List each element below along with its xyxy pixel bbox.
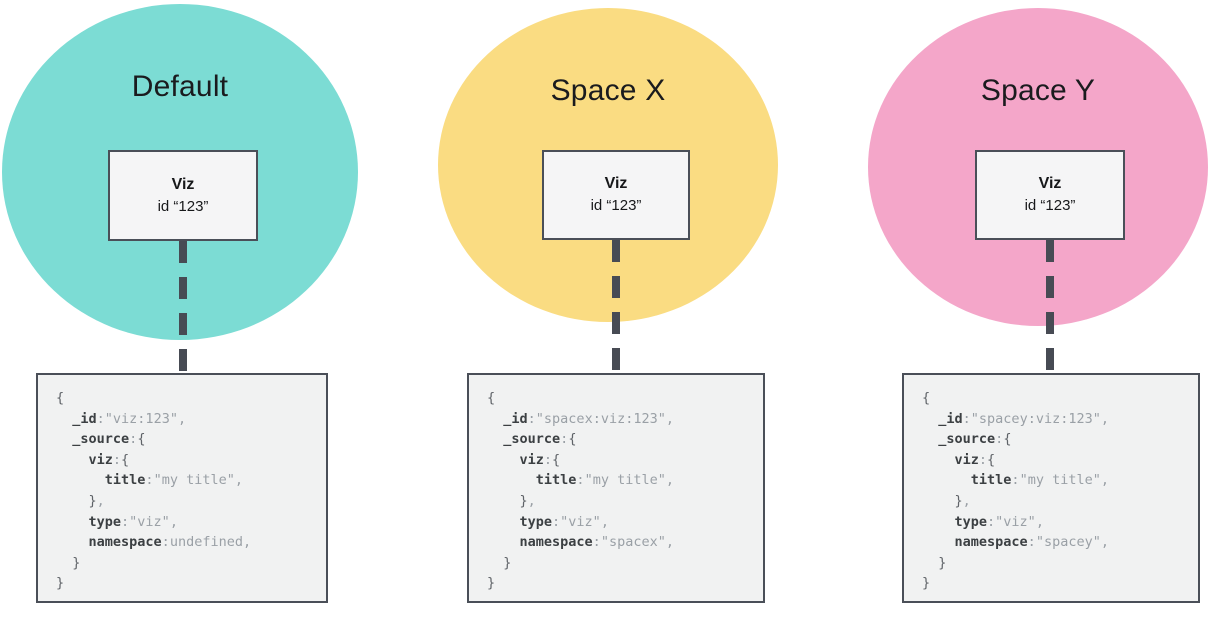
code-line: viz:{ xyxy=(88,451,130,468)
viz-node: Viz id “123” xyxy=(108,150,258,241)
dashed-connector xyxy=(179,241,187,373)
code-line: title:"my title", xyxy=(535,472,674,489)
document-code-block: { _id:"spacex:viz:123", _source:{ viz:{ … xyxy=(467,373,765,603)
code-line: } xyxy=(938,554,947,571)
code-line: } xyxy=(503,554,512,571)
code-line: }, xyxy=(519,492,536,509)
viz-node: Viz id “123” xyxy=(975,150,1125,240)
code-line: { xyxy=(922,390,931,406)
code-line: _source:{ xyxy=(72,431,146,448)
namespace-title: Space X xyxy=(550,74,666,107)
code-line: type:"viz", xyxy=(88,513,178,530)
viz-node-name: Viz xyxy=(604,175,628,192)
code-line: title:"my title", xyxy=(104,472,243,489)
viz-node-id: id “123” xyxy=(1024,197,1076,214)
code-line: namespace:"spacex", xyxy=(519,534,674,551)
code-line: } xyxy=(922,575,931,592)
code-line: namespace:undefined, xyxy=(88,534,252,551)
code-line: type:"viz", xyxy=(519,513,609,530)
code-line: } xyxy=(72,554,81,571)
dashed-connector xyxy=(612,240,620,373)
code-line: } xyxy=(487,575,496,592)
document-code-block: { _id:"viz:123", _source:{ viz:{ title:"… xyxy=(36,373,328,603)
code-line: _id:"spacex:viz:123", xyxy=(503,410,674,427)
code-line: { xyxy=(56,390,65,406)
code-line: viz:{ xyxy=(519,451,561,468)
namespace-title: Default xyxy=(131,70,229,103)
viz-node-name: Viz xyxy=(1038,175,1062,192)
viz-node: Viz id “123” xyxy=(542,150,690,240)
code-line: _source:{ xyxy=(938,431,1012,448)
code-line: } xyxy=(56,575,65,592)
dashed-connector xyxy=(1046,240,1054,373)
code-line: namespace:"spacey", xyxy=(954,534,1109,551)
code-line: }, xyxy=(954,492,971,509)
document-code-block: { _id:"spacey:viz:123", _source:{ viz:{ … xyxy=(902,373,1200,603)
code-line: }, xyxy=(88,492,105,509)
code-line: { xyxy=(487,390,496,406)
viz-node-name: Viz xyxy=(171,175,195,193)
code-line: _source:{ xyxy=(503,431,577,448)
viz-node-id: id “123” xyxy=(590,197,642,214)
viz-node-id: id “123” xyxy=(157,197,209,215)
code-line: title:"my title", xyxy=(970,472,1109,489)
namespace-title: Space Y xyxy=(980,74,1096,107)
code-line: type:"viz", xyxy=(954,513,1044,530)
code-line: _id:"spacey:viz:123", xyxy=(938,410,1109,427)
code-line: viz:{ xyxy=(954,451,996,468)
code-line: _id:"viz:123", xyxy=(72,410,187,427)
